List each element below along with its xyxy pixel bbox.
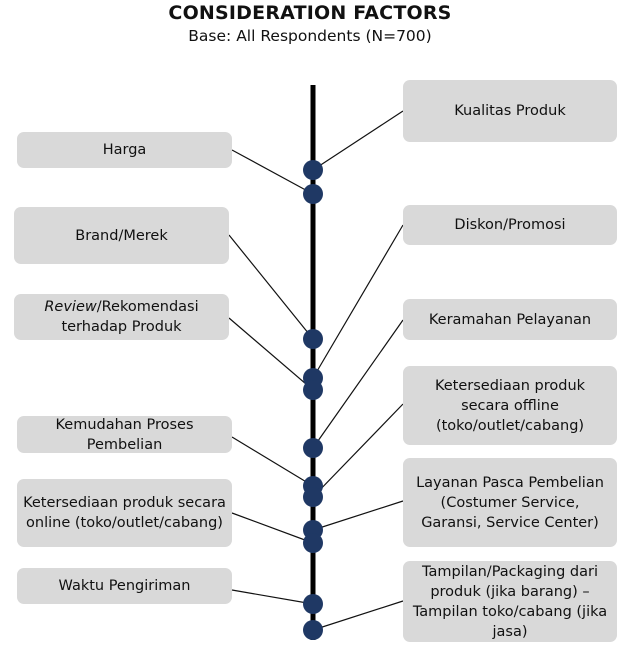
factor-label: Tampilan/Packaging dari produk (jika bar… [412,563,608,640]
timeline-node [303,380,323,400]
factor-label: Harga [102,142,147,158]
connector-line [312,500,404,531]
factor-box-brand: Brand/Merek [14,207,229,264]
factor-label-italic: Review [44,299,97,315]
factor-box-online: Ketersediaan produk secara online (toko/… [17,479,232,547]
connector-line [228,317,314,391]
connector-line [312,403,404,498]
factor-box-diskon: Diskon/Promosi [403,205,617,245]
factor-label: Kualitas Produk [454,103,566,119]
factor-label-rest: /Rekomendasi terhadap Produk [61,299,199,335]
timeline-node [303,594,323,614]
connector-line [312,600,404,631]
factor-box-pasca: Layanan Pasca Pembelian (Costumer Servic… [403,458,617,547]
factor-box-harga: Harga [17,132,232,168]
connector-line [228,234,314,340]
factor-label: Waktu Pengiriman [58,578,191,594]
timeline-node [303,533,323,553]
nodes [303,160,323,640]
factor-label: Keramahan Pelayanan [428,311,592,328]
timeline-node [303,329,323,349]
connector-line [312,224,404,379]
factor-label: Review/Rekomendasi terhadap Produk [20,297,223,337]
factor-label: Brand/Merek [75,227,168,244]
factor-label: Layanan Pasca Pembelian (Costumer Servic… [416,474,604,531]
connector-line [231,149,314,195]
factor-label: Kemudahan Proses Pembelian [55,416,194,453]
timeline-node [303,184,323,204]
chart-title: CONSIDERATION FACTORS [168,2,452,24]
factor-box-pengiriman: Waktu Pengiriman [17,568,232,604]
factor-box-keramahan: Keramahan Pelayanan [403,299,617,340]
factor-box-review: Review/Rekomendasi terhadap Produk [14,294,229,340]
connectors [228,110,404,631]
connector-line [231,436,314,487]
factor-box-kualitas: Kualitas Produk [403,80,617,142]
factor-label: Ketersediaan produk secara offline (toko… [434,377,586,434]
connector-line [231,589,314,605]
factor-label: Diskon/Promosi [454,217,566,233]
timeline-node [303,620,323,640]
factor-box-offline: Ketersediaan produk secara offline (toko… [403,366,617,445]
timeline-node [303,438,323,458]
connector-line [312,110,404,171]
factor-label: Ketersediaan produk secara online (toko/… [23,495,226,531]
connector-line [231,512,314,544]
factor-box-tampilan: Tampilan/Packaging dari produk (jika bar… [403,561,617,642]
timeline-node [303,160,323,180]
timeline-node [303,487,323,507]
connector-line [312,319,404,449]
chart-subtitle: Base: All Respondents (N=700) [188,27,432,45]
factor-box-kemudahan: Kemudahan Proses Pembelian [17,416,232,453]
